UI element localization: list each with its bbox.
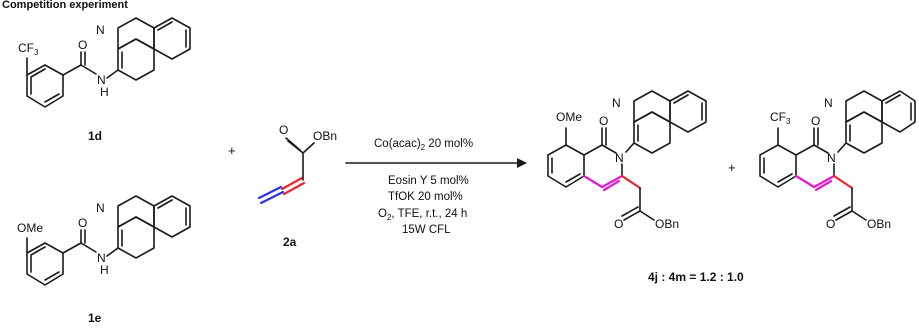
molecule-1e: OMe O N H N [17, 195, 191, 286]
quinoline-n-1d: N [96, 23, 105, 37]
h-label-1d: H [100, 85, 109, 99]
ester-o-4m: O [826, 217, 835, 231]
carbonyl-o-1d: O [78, 38, 87, 52]
condition-additive: TfOK 20 mol% [388, 191, 463, 203]
obn-label-4j: OBn [655, 217, 679, 231]
molecule-4m: CF3 O N O OBn N [759, 90, 916, 231]
obn-label-2a: OBn [313, 129, 337, 143]
molecule-4j: OMe O N O OBn N [547, 90, 707, 231]
h-label-1e: H [100, 263, 109, 277]
nh-label-1d: N [97, 73, 106, 87]
ring-n-4m: N [827, 151, 836, 165]
carbonyl-o-2a: O [279, 123, 288, 137]
reaction-arrow [345, 158, 527, 168]
plus-sign-1: + [228, 143, 236, 158]
cf3-label-4m: CF3 [770, 110, 791, 126]
nh-label-1e: N [97, 251, 106, 265]
product-ratio: 4j : 4m = 1.2 : 1.0 [648, 270, 744, 284]
scheme-header: Competition experiment [2, 0, 128, 11]
carbonyl-o-4m: O [811, 114, 820, 128]
quinoline-n-1e: N [96, 201, 105, 215]
carbonyl-o-4j: O [599, 114, 608, 128]
cf3-label-1d: CF3 [18, 41, 39, 57]
ome-label-4j: OMe [556, 110, 582, 124]
molecule-1d: CF3 O N H N [18, 17, 191, 108]
ring-n-4j: N [615, 151, 624, 165]
condition-catalyst: Co(acac)2 20 mol% [374, 138, 473, 152]
plus-sign-2: + [728, 160, 736, 175]
label-1d: 1d [88, 129, 102, 143]
ester-o-4j: O [614, 217, 623, 231]
label-1e: 1e [88, 311, 102, 325]
label-2a: 2a [283, 235, 297, 249]
quinoline-n-4m: N [824, 96, 833, 110]
condition-light: 15W CFL [402, 224, 451, 236]
condition-photocatalyst: Eosin Y 5 mol% [388, 175, 469, 187]
ome-label-1e: OMe [17, 221, 43, 235]
molecule-2a: O OBn [257, 123, 337, 205]
carbonyl-o-1e: O [78, 216, 87, 230]
quinoline-n-4j: N [612, 96, 621, 110]
condition-atmosphere: O2, TFE, r.t., 24 h [378, 208, 467, 222]
obn-label-4m: OBn [867, 217, 891, 231]
